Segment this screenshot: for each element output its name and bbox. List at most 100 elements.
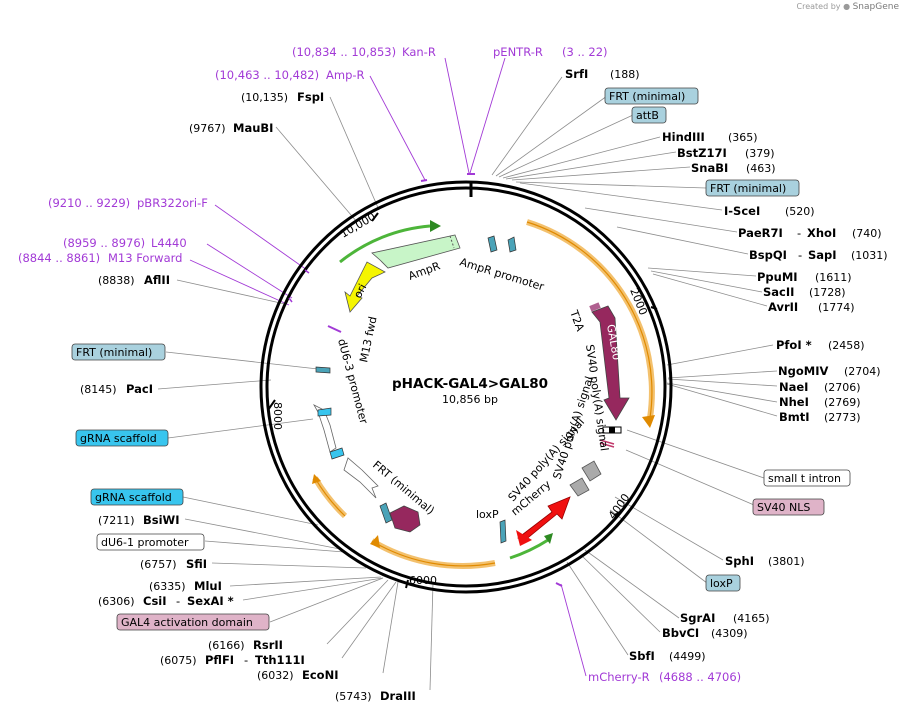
created-by-caption: Created by ● SnapGene bbox=[797, 2, 900, 12]
primer-labels: (10,834 .. 10,853) Kan-R pENTR-R (3 .. 2… bbox=[18, 45, 741, 684]
du6-1-promoter-box-label: dU6-1 promoter bbox=[101, 536, 189, 549]
site-iscei-pos: (520) bbox=[785, 205, 815, 218]
site-nhei-pos: (2769) bbox=[824, 396, 861, 409]
grna-scaffold-glyph-2 bbox=[329, 447, 345, 460]
site-fspi-pos: (10,135) bbox=[241, 91, 288, 104]
sv40-polya-glyph-a bbox=[581, 460, 602, 482]
ampr-label: AmpR bbox=[407, 259, 443, 283]
site-snabi-pos: (463) bbox=[746, 162, 776, 175]
grna-scaffold-box-1 bbox=[75, 429, 169, 447]
site-bstz17i-pos: (379) bbox=[745, 147, 775, 160]
gal80-arrow bbox=[591, 305, 630, 421]
primer-mcherry-r-position: (4688 .. 4706) bbox=[659, 670, 741, 684]
small-t-intron-box-label: small t intron bbox=[768, 472, 841, 485]
site-srfi-name: SrfI bbox=[565, 67, 588, 81]
site-draiii-pos: (5743) bbox=[335, 690, 372, 703]
mcherry-arrow bbox=[517, 496, 571, 542]
sv40-nls-box bbox=[752, 498, 825, 516]
site-nhei-name: NheI bbox=[779, 395, 809, 409]
site-bspqi-sep: - bbox=[798, 248, 802, 262]
site-bsiwi-pos: (7211) bbox=[98, 514, 135, 527]
site-econi-name: EcoNI bbox=[302, 668, 338, 682]
primer-pbr322ori-name: pBR322ori-F bbox=[137, 196, 208, 210]
du6-3-promoter-arrow bbox=[312, 404, 337, 453]
frt-minimal-box-left bbox=[71, 343, 166, 361]
attb-box-label: attB bbox=[636, 109, 659, 122]
primer-mcherry-r-name: mCherry-R bbox=[588, 670, 650, 684]
site-bspqi-pos: (1031) bbox=[851, 249, 888, 262]
site-bmti-name: BmtI bbox=[779, 410, 810, 424]
green-arrow-top bbox=[339, 224, 431, 264]
ori-label: ori bbox=[351, 282, 369, 301]
site-srfi-pos: (188) bbox=[610, 68, 640, 81]
du6-1-promoter-box bbox=[96, 533, 205, 551]
m13-fwd-label: M13 fwd bbox=[357, 315, 379, 363]
site-paer7i-name: PaeR7I bbox=[738, 226, 783, 240]
snapgene-brand: SnapGene bbox=[852, 2, 899, 12]
loxp-label: loxP bbox=[476, 508, 499, 521]
site-tth111i-name: Tth111I bbox=[255, 653, 305, 667]
site-ppumi-name: PpuMI bbox=[757, 270, 798, 284]
site-csii-pos: (6306) bbox=[98, 595, 135, 608]
site-csii-sep: - bbox=[176, 594, 180, 608]
gal4-ad-glyph bbox=[389, 505, 421, 533]
tick-label-8000: 8000 bbox=[271, 402, 284, 430]
site-sgrai-pos: (4165) bbox=[733, 612, 770, 625]
site-hindiii-name: HindIII bbox=[662, 130, 705, 144]
site-avrii-pos: (1774) bbox=[818, 301, 855, 314]
site-rsrii-pos: (6166) bbox=[208, 639, 245, 652]
site-bspqi-name: BspQI bbox=[749, 248, 787, 262]
site-pflfi-sep: - bbox=[244, 653, 248, 667]
grna-scaffold-box-1-label: gRNA scaffold bbox=[80, 432, 157, 445]
site-paer7i-pos: (740) bbox=[852, 227, 882, 240]
site-sfii-pos: (6757) bbox=[140, 558, 177, 571]
primer-pentr-r-name: pENTR-R bbox=[493, 45, 543, 59]
created-by-label: Created by bbox=[796, 2, 841, 11]
site-rsrii-name: RsrII bbox=[253, 638, 283, 652]
site-avrii-name: AvrII bbox=[768, 300, 798, 314]
site-paci-name: PacI bbox=[126, 382, 153, 396]
site-naei-pos: (2706) bbox=[824, 381, 861, 394]
site-sphi-name: SphI bbox=[725, 554, 754, 568]
loxp-box-label: loxP bbox=[710, 577, 733, 590]
site-pfoi-pos: (2458) bbox=[828, 339, 865, 352]
green-arrow-bottom bbox=[509, 538, 549, 560]
site-ngomiv-name: NgoMIV bbox=[778, 364, 828, 378]
site-bstz17i-name: BstZ17I bbox=[677, 146, 727, 160]
site-sacii-pos: (1728) bbox=[809, 286, 846, 299]
site-ngomiv-pos: (2704) bbox=[844, 365, 881, 378]
grna-scaffold-glyph-1 bbox=[317, 407, 332, 417]
tick-label-4000: 4000 bbox=[606, 491, 633, 521]
sv40-nls-box-label: SV40 NLS bbox=[757, 501, 810, 514]
feature-glyphs bbox=[288, 173, 655, 587]
site-hindiii-pos: (365) bbox=[728, 131, 758, 144]
orf-band-bottom bbox=[370, 538, 496, 569]
site-sgrai-name: SgrAI bbox=[680, 611, 715, 625]
site-iscei-name: I-SceI bbox=[724, 204, 760, 218]
site-draiii-name: DraIII bbox=[380, 689, 416, 703]
site-mlui-pos: (6335) bbox=[149, 580, 186, 593]
site-snabi-name: SnaBI bbox=[691, 161, 728, 175]
primer-amp-r-name: Amp-R bbox=[326, 68, 365, 82]
site-bbvci-name: BbvCI bbox=[662, 626, 699, 640]
site-maubi-name: MauBI bbox=[233, 121, 273, 135]
tick-marks bbox=[267, 212, 658, 589]
site-paci-pos: (8145) bbox=[80, 383, 117, 396]
ori-arrow bbox=[344, 261, 386, 313]
site-bbvci-pos: (4309) bbox=[711, 627, 748, 640]
site-econi-pos: (6032) bbox=[257, 669, 294, 682]
mcherry-r-mark bbox=[555, 582, 563, 587]
grna-scaffold-box-2-label: gRNA scaffold bbox=[95, 491, 172, 504]
t2a-label: T2A bbox=[567, 308, 587, 334]
snapgene-logo-icon: ● bbox=[843, 2, 851, 11]
site-paer7i-sep: - bbox=[797, 226, 801, 240]
site-aflii-name: AflII bbox=[144, 273, 170, 287]
site-sapi-name: SapI bbox=[808, 248, 837, 262]
sv40-nls-glyph bbox=[599, 439, 615, 445]
site-mlui-name: MluI bbox=[194, 579, 222, 593]
ampr-promoter-glyph bbox=[487, 235, 498, 253]
frt-minimal-box-left-label: FRT (minimal) bbox=[76, 346, 152, 359]
site-aflii-pos: (8838) bbox=[98, 274, 135, 287]
grna-scaffold-box-2 bbox=[90, 488, 184, 506]
